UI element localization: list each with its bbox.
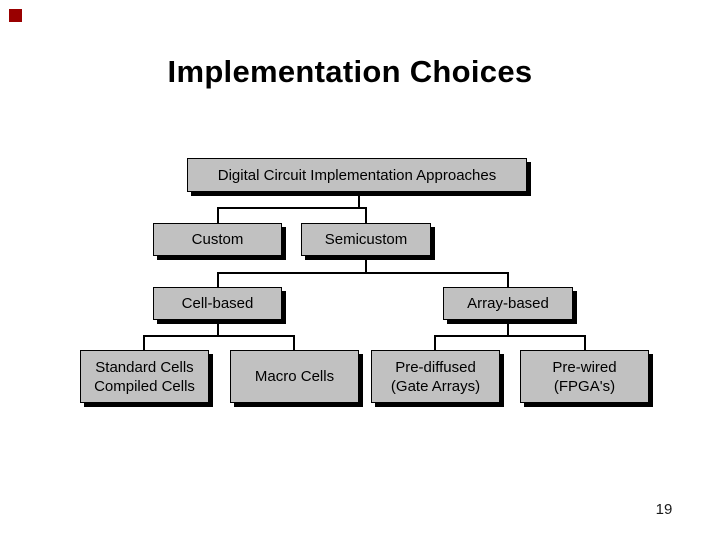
connector-cellbased-down	[217, 320, 219, 337]
node-semicustom: Semicustom	[301, 223, 431, 256]
node-digital-circuit-implementation-approaches: Digital Circuit Implementation Approache…	[187, 158, 527, 192]
node-cell-based: Cell-based	[153, 287, 282, 320]
node-label-line1: Pre-diffused	[395, 358, 476, 376]
node-label: Digital Circuit Implementation Approache…	[217, 166, 497, 184]
connector-tier3-left-bar	[143, 335, 294, 337]
red-corner-mark	[9, 9, 22, 22]
node-label-line2: Compiled Cells	[94, 377, 195, 395]
connector-standard-drop	[143, 335, 145, 350]
connector-arraybased-drop	[507, 272, 509, 287]
node-label-line1: Standard Cells	[95, 358, 194, 376]
connector-tier1-bar	[217, 207, 367, 209]
connector-tier2-bar	[217, 272, 508, 274]
node-pre-diffused: Pre-diffused (Gate Arrays)	[371, 350, 500, 403]
connector-cellbased-drop	[217, 272, 219, 287]
node-label-line2: (FPGA's)	[553, 377, 616, 395]
connector-tier3-right-bar	[434, 335, 585, 337]
node-label-line1: Pre-wired	[552, 358, 617, 376]
node-label-line2: (Gate Arrays)	[390, 377, 481, 395]
connector-semicustom-drop	[365, 207, 367, 223]
node-label: Custom	[191, 231, 244, 248]
connector-semicustom-down	[365, 256, 367, 273]
node-label: Array-based	[467, 295, 549, 312]
node-label: Cell-based	[181, 295, 254, 312]
node-standard-compiled-cells: Standard Cells Compiled Cells	[80, 350, 209, 403]
connector-arraybased-down	[507, 320, 509, 337]
node-pre-wired: Pre-wired (FPGA's)	[520, 350, 649, 403]
connector-prediffused-drop	[434, 335, 436, 350]
node-label: Macro Cells	[254, 368, 335, 385]
connector-prewired-drop	[584, 335, 586, 350]
node-macro-cells: Macro Cells	[230, 350, 359, 403]
slide-title: Implementation Choices	[167, 54, 533, 89]
node-custom: Custom	[153, 223, 282, 256]
connector-custom-drop	[217, 207, 219, 223]
page-number: 19	[655, 501, 673, 518]
connector-root-drop	[358, 192, 360, 208]
connector-macro-drop	[293, 335, 295, 350]
node-label: Semicustom	[324, 231, 408, 248]
node-array-based: Array-based	[443, 287, 573, 320]
